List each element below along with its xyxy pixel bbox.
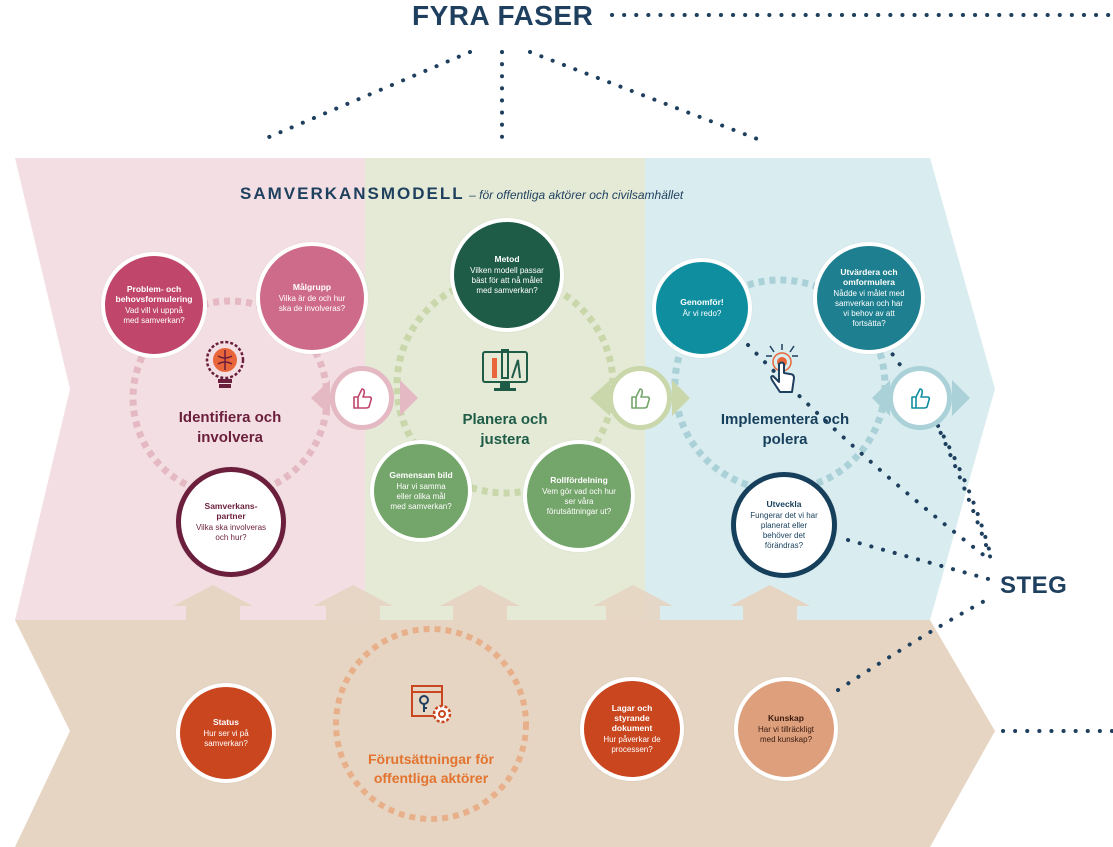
step-label: STEG (1000, 572, 1068, 599)
step-desc: Har vi tillräckligt med kunskap? (757, 725, 814, 745)
step-desc: Vad vill vi uppnå med samverkan? (123, 306, 185, 326)
step-desc: Vilka ska involveras och hur? (195, 523, 267, 543)
phase-label-3: Implementera och polera (720, 411, 850, 449)
step-desc: Vilka är de och hur ska de involveras? (278, 294, 346, 314)
thumbs-up-icon (330, 366, 394, 430)
step-title: Utveckla (766, 498, 802, 509)
step-roll: Rollfördelning Vem gör vad och hur ser v… (523, 440, 635, 552)
step-desc: Är vi redo? (682, 309, 722, 319)
step-desc: Fungerar det vi har planerat eller behöv… (750, 511, 818, 551)
touch-hand-icon (762, 342, 802, 399)
step-utveckla: Utveckla Fungerar det vi har planerat el… (731, 472, 837, 578)
step-title: Rollfördelning (550, 474, 608, 485)
step-desc: Vilken modell passar bäst för att nå mål… (470, 266, 544, 296)
step-metod: Metod Vilken modell passar bäst för att … (450, 218, 564, 332)
step-utvardera: Utvärdera och omformulera Nådde vi målet… (813, 242, 925, 354)
step-bild: Gemensam bild Har vi samma eller olika m… (370, 440, 472, 542)
step-title: Status (213, 716, 239, 727)
step-title: Utvärdera och omformulera (840, 266, 898, 287)
monitor-tools-icon (480, 346, 530, 399)
prereq-status: Status Hur ser vi på samverkan? (176, 683, 276, 783)
prereq-label: Förutsättningar för offentliga aktörer (368, 751, 494, 786)
model-subtitle: SAMVERKANSMODELL – för offentliga aktöre… (240, 184, 683, 204)
step-title: Metod (494, 253, 520, 264)
browser-key-gear-icon (410, 684, 456, 733)
step-title: Genomför! (680, 296, 724, 307)
step-title: Problem- och behovsformulering (115, 283, 193, 304)
step-desc: Vem gör vad och hur ser våra förutsättni… (542, 487, 616, 517)
subtitle-main: SAMVERKANSMODELL (240, 184, 465, 203)
brain-lightbulb-icon (205, 340, 245, 397)
step-title: Lagar och styrande dokument (611, 702, 653, 734)
phase-label-2: Planera och justera (462, 411, 548, 449)
step-problem: Problem- och behovsformulering Vad vill … (101, 252, 207, 358)
subtitle-rest: – för offentliga aktörer och civilsamhäl… (469, 188, 684, 202)
step-title: Kunskap (768, 712, 804, 723)
up-arrows (173, 585, 810, 620)
prereq-kunskap: Kunskap Har vi tillräckligt med kunskap? (734, 677, 838, 781)
thumbs-up-icon (888, 366, 952, 430)
step-title: Gemensam bild (389, 469, 453, 480)
phase-label-1: Identifiera och involvera (178, 409, 282, 447)
step-desc: Hur påverkar de processen? (603, 735, 661, 755)
step-genomfor: Genomför! Är vi redo? (652, 258, 752, 358)
band-beige (15, 620, 995, 847)
page-title: FYRA FASER (412, 0, 594, 31)
step-desc: Hur ser vi på samverkan? (203, 729, 249, 749)
prereq-lagar: Lagar och styrande dokument Hur påverkar… (580, 677, 684, 781)
step-title: Målgrupp (292, 281, 332, 292)
step-partner: Samverkans-partner Vilka ska involveras … (176, 467, 286, 577)
thumbs-up-icon (608, 366, 672, 430)
step-desc: Har vi samma eller olika mål med samverk… (390, 482, 452, 512)
step-title: Samverkans-partner (204, 500, 258, 521)
step-desc: Nådde vi målet med samverkan och har vi … (833, 289, 905, 329)
step-malgrupp: Målgrupp Vilka är de och hur ska de invo… (256, 242, 368, 354)
